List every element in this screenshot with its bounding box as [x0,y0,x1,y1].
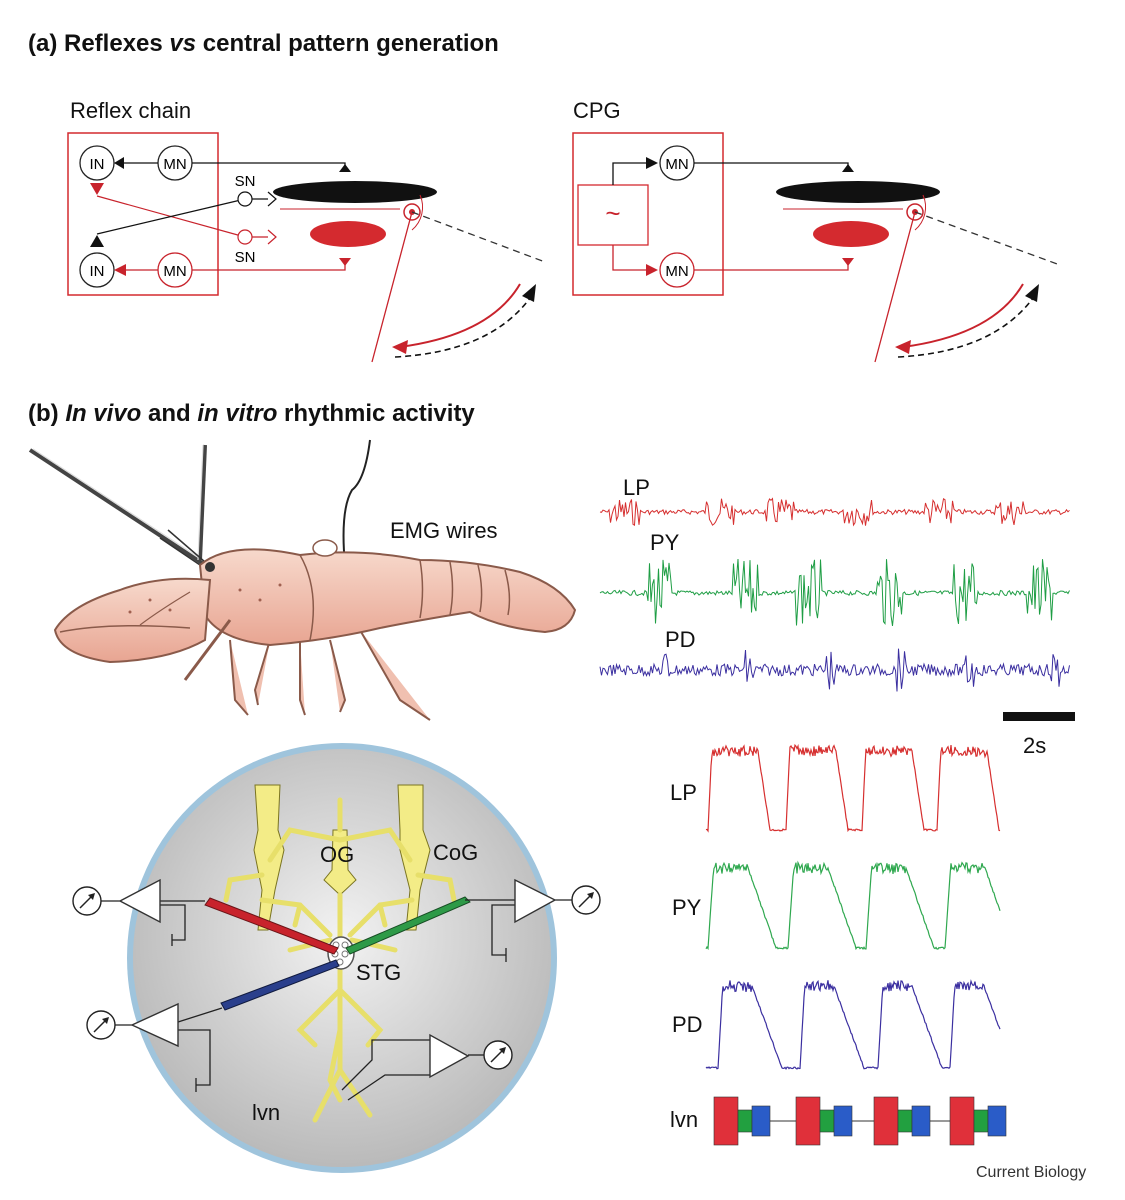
reflex-in-bottom-label: IN [90,263,105,280]
blue-electrode [220,959,340,1011]
vitro-lvn-label: lvn [670,1107,699,1132]
scale-bar [1003,712,1075,721]
vivo-trace-py [599,558,1070,626]
amplifier-3 [130,1002,179,1048]
reflex-box [67,132,219,296]
lvn-py-burst [897,1109,913,1133]
lvn-nerve-label: lvn [252,1100,281,1125]
red-electrode [204,897,339,955]
meter-4 [483,1040,513,1070]
lvn-pd-burst [987,1105,1007,1137]
vivo-lp-label: LP [623,475,650,500]
emg-wires-label: EMG wires [390,518,498,543]
meter-3 [86,1010,116,1040]
flexor-muscle [310,221,386,247]
vitro-trace-lp [705,743,1001,833]
lvn-lp-burst [713,1096,739,1146]
inhibit-arrow-top [114,157,124,169]
credit: Current Biology [976,1164,1087,1181]
vitro-pd-label: PD [672,1012,703,1037]
lvn-py-burst [819,1109,835,1133]
extensor-muscle [273,181,437,203]
lvn-pd-burst [911,1105,931,1137]
panel-a-heading: (a) Reflexes vs central pattern generati… [28,30,499,57]
stg-label: STG [356,960,402,985]
lvn-lp-burst [795,1096,821,1146]
vivo-trace-lp [599,497,1070,527]
lobster-claw [53,577,212,664]
vitro-lp-label: LP [670,780,697,805]
amplifier-1 [118,878,161,924]
lvn-py-burst [973,1109,989,1133]
lvn-pd-burst [751,1105,771,1137]
reflex-mn-bottom-label: MN [163,263,186,280]
cpg-title: CPG [573,98,621,123]
vitro-trace-py [705,860,1001,951]
cog-label: CoG [433,840,479,865]
reflex-mn-top-label: MN [163,156,186,173]
green-electrode [345,896,471,955]
lvn-pd-burst [833,1105,853,1137]
cpg-mn-top-label: MN [665,156,688,173]
vitro-py-label: PY [672,895,702,920]
vitro-trace-pd [705,979,1001,1071]
vivo-trace-pd [599,648,1070,692]
lvn-py-burst [737,1109,753,1133]
reflex-chain-title: Reflex chain [70,98,192,123]
vivo-pd-label: PD [665,627,696,652]
lvn-lp-burst [873,1096,899,1146]
panel-b-heading: (b) In vivo and in vitro rhythmic activi… [28,400,475,427]
og-label: OG [320,842,355,867]
vivo-py-label: PY [650,530,680,555]
oscillator-symbol: ~ [605,198,620,228]
amplifier-4 [429,1033,470,1079]
cpg-mn-bottom-label: MN [665,263,688,280]
meter-2 [571,885,601,915]
sn-bottom-label: SN [235,249,256,266]
cpg-mn-bottom-neuron: MN [659,252,695,288]
lvn-lp-burst [949,1096,975,1146]
lobster-body [198,548,577,647]
sn-top-label: SN [235,173,256,190]
limb-segment [371,211,413,363]
cpg-mn-top-neuron: MN [659,145,695,181]
reflex-in-top-label: IN [90,156,105,173]
inhibit-arrow-bottom [114,264,126,276]
meter-1 [72,886,102,916]
amplifier-2 [514,878,557,924]
cpg-box [572,132,724,296]
scale-bar-label: 2s [1023,733,1047,758]
